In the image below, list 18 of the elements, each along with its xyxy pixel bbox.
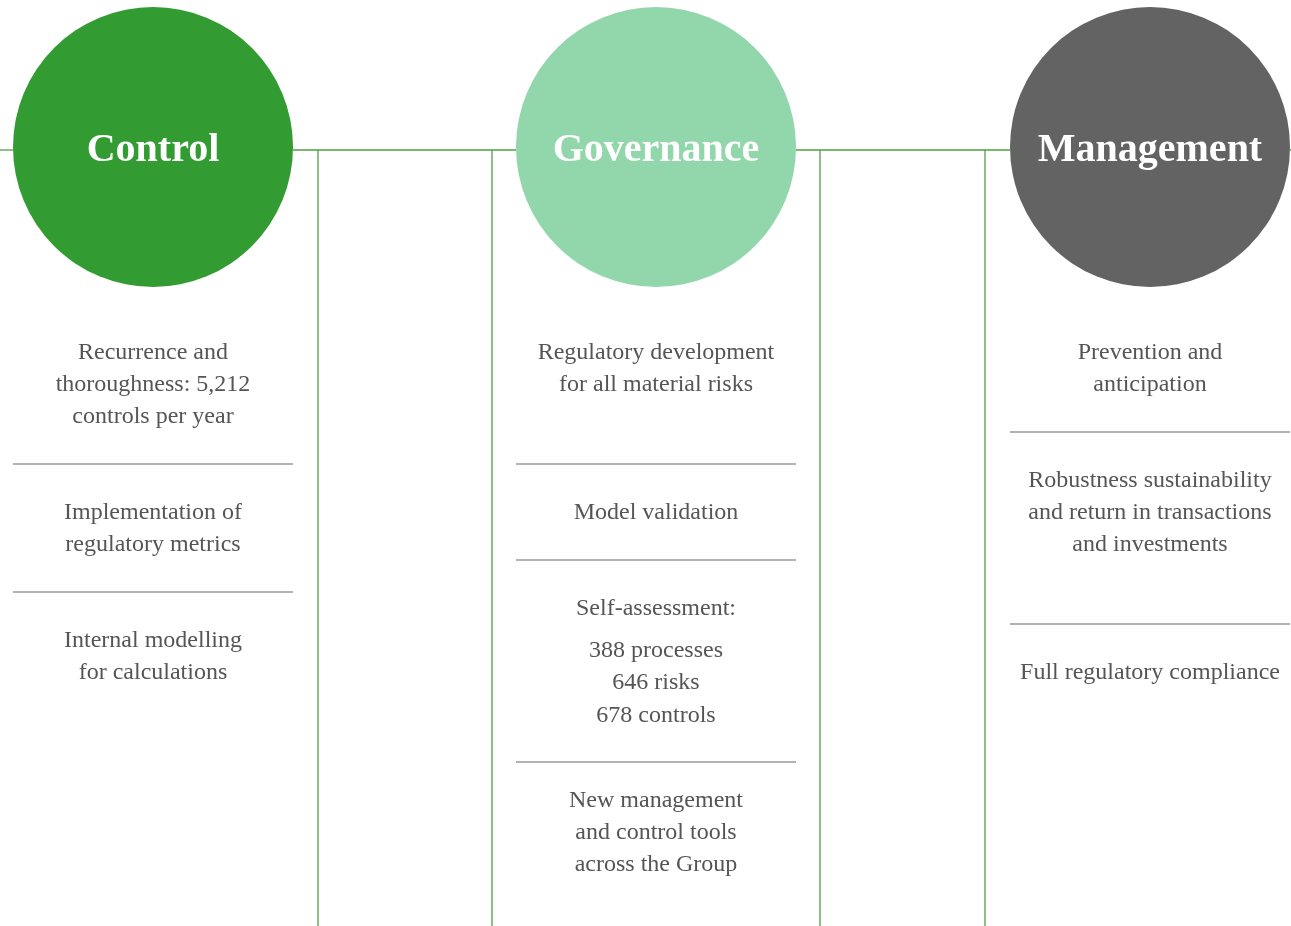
circle-title: Management [1037,123,1263,171]
column-text: Recurrence and thoroughness: 5,212 controls per year [54,337,252,430]
column-text: 388 processes [588,635,724,664]
column-text: Internal modelling for calculations [63,625,243,686]
connector-line [795,149,1011,151]
circle-title: Governance [552,123,760,171]
column-text: Robustness sustainability and return in transactions and investments [1027,465,1273,558]
column-text: 646 risks [611,667,701,696]
column-text: 678 controls [595,700,717,729]
circle-title: Control [86,123,220,171]
column-text: Prevention and anticipation [1076,337,1224,398]
column-text: Full regulatory compliance [1019,657,1281,686]
column-text: Implementation of regulatory metrics [63,497,243,558]
column-text: Self-assessment: [575,593,737,622]
column-text: Regulatory development for all material risks [536,337,776,398]
column-text: Model validation [572,497,740,526]
connector-line [292,149,517,151]
column-text: New management and control tools across the Group [568,785,744,878]
